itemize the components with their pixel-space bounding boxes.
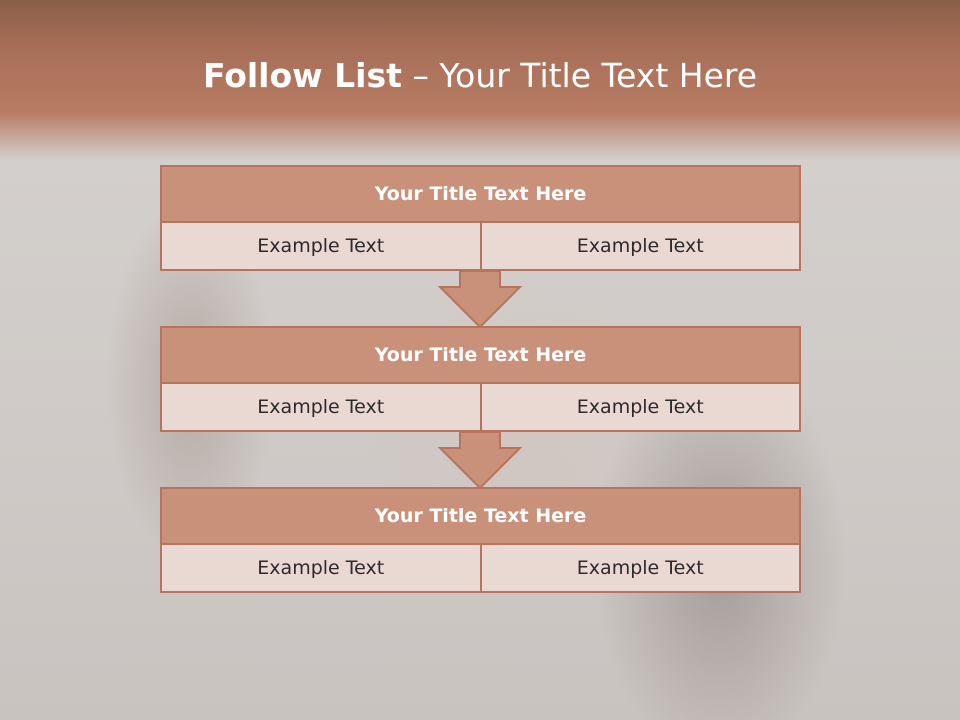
block-title: Your Title Text Here xyxy=(162,328,799,384)
block-cell-left: Example Text xyxy=(162,384,482,430)
slide-title: Follow List – Your Title Text Here xyxy=(0,52,960,100)
block-cell-right: Example Text xyxy=(481,223,799,269)
list-block-2: Your Title Text Here Example Text Exampl… xyxy=(160,326,801,432)
header-band xyxy=(0,0,960,160)
block-cell-right: Example Text xyxy=(481,545,799,591)
slide-title-rest: – Your Title Text Here xyxy=(401,56,758,95)
block-title: Your Title Text Here xyxy=(162,167,799,223)
down-arrow-icon xyxy=(438,270,522,328)
block-cell-right: Example Text xyxy=(481,384,799,430)
block-row: Example Text Example Text xyxy=(162,545,799,591)
block-row: Example Text Example Text xyxy=(162,384,799,430)
list-block-1: Your Title Text Here Example Text Exampl… xyxy=(160,165,801,271)
down-arrow-icon xyxy=(438,431,522,489)
block-cell-left: Example Text xyxy=(162,545,482,591)
list-block-3: Your Title Text Here Example Text Exampl… xyxy=(160,487,801,593)
block-title: Your Title Text Here xyxy=(162,489,799,545)
slide-title-bold: Follow List xyxy=(202,56,402,95)
block-row: Example Text Example Text xyxy=(162,223,799,269)
block-cell-left: Example Text xyxy=(162,223,482,269)
